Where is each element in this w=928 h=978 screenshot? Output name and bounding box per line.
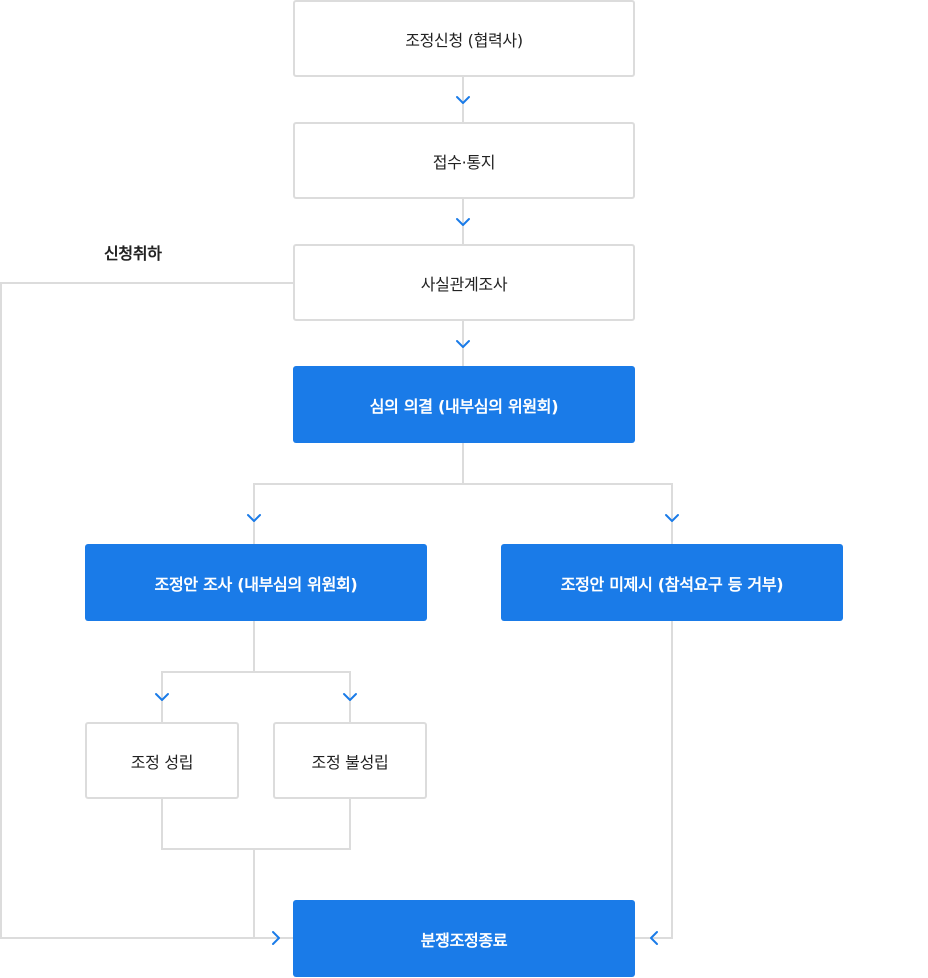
chevron-down-icon	[456, 340, 470, 348]
chevron-left-icon	[650, 931, 658, 945]
connector-proposal-right	[254, 671, 351, 722]
label-withdraw: 신청취하	[104, 244, 162, 263]
connector-proposal-split	[161, 621, 255, 722]
connector-results-end	[253, 849, 293, 939]
chevron-down-icon	[665, 514, 679, 522]
connector-deliberation-split	[253, 443, 464, 544]
node-receipt: 접수·통지	[293, 122, 635, 199]
node-deliberation: 심의 의결 (내부심의 위원회)	[293, 366, 635, 443]
node-apply: 조정신청 (협력사)	[293, 0, 635, 77]
connector-no-proposal-end	[635, 621, 673, 939]
node-end: 분쟁조정종료	[293, 900, 635, 977]
chevron-right-icon	[272, 931, 280, 945]
chevron-down-icon	[343, 693, 357, 701]
node-no-proposal: 조정안 미제시 (참석요구 등 거부)	[501, 544, 843, 621]
connector-withdraw	[0, 282, 293, 939]
node-failure: 조정 불성립	[273, 722, 427, 799]
node-proposal-investigation: 조정안 조사 (내부심의 위원회)	[85, 544, 427, 621]
node-investigation: 사실관계조사	[293, 244, 635, 321]
chevron-down-icon	[155, 693, 169, 701]
chevron-down-icon	[247, 514, 261, 522]
chevron-down-icon	[456, 96, 470, 104]
connector-deliberation-right	[463, 483, 673, 544]
chevron-down-icon	[456, 218, 470, 226]
connector-merge-results	[161, 798, 351, 850]
node-success: 조정 성립	[85, 722, 239, 799]
